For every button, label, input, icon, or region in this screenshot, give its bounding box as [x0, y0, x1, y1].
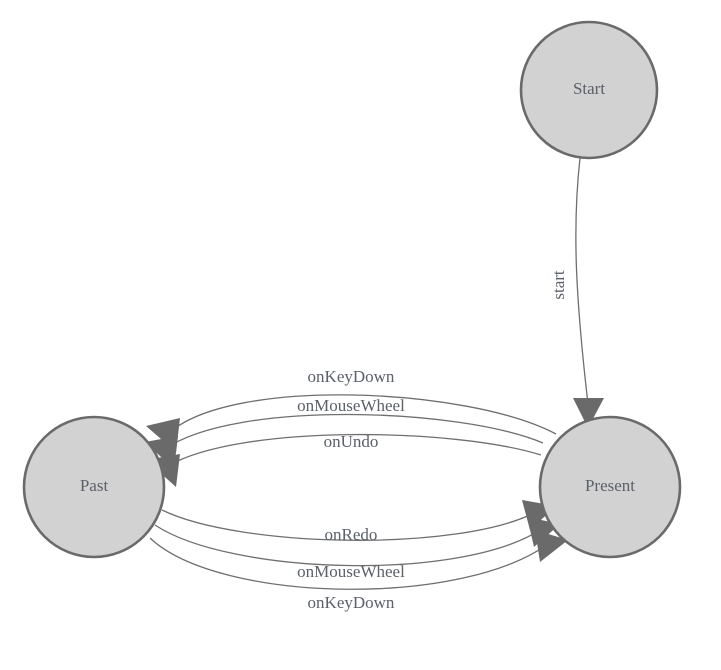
arrowhead-into-present-keydown [535, 530, 568, 562]
arrowhead-into-present-start [573, 398, 604, 428]
edge-path-start-present [575, 157, 589, 405]
edge-label-present-past-undo: onUndo [324, 432, 379, 451]
edge-label-start: start [549, 270, 568, 300]
edge-path-past-present-redo [161, 509, 537, 541]
node-past[interactable]: Past [22, 415, 166, 559]
edge-label-past-present-mousewheel: onMouseWheel [297, 562, 405, 581]
edge-label-past-present-redo: onRedo [325, 525, 378, 544]
edge-label-present-past-mousewheel: onMouseWheel [297, 396, 405, 415]
edge-label-past-present-keydown: onKeyDown [308, 593, 395, 612]
node-start-label: Start [573, 79, 605, 98]
node-present-label: Present [585, 476, 635, 495]
node-past-circle [22, 415, 166, 559]
edge-path-present-past-undo [167, 433, 542, 467]
node-past-label: Past [80, 476, 109, 495]
node-present-circle [538, 415, 682, 559]
node-start[interactable]: Start [519, 20, 659, 160]
edge-path-present-past-keydown [167, 394, 557, 435]
edge-past-to-present-onkeydown[interactable] [149, 530, 568, 590]
edge-path-present-past-wheel [164, 413, 544, 450]
edge-path-past-present-wheel [154, 524, 544, 567]
edge-label-present-past-keydown: onKeyDown [308, 367, 395, 386]
edge-path-past-present-keydown [149, 537, 554, 590]
node-start-circle [519, 20, 659, 160]
node-present[interactable]: Present [538, 415, 682, 559]
edge-start-to-present[interactable]: start [549, 157, 604, 428]
